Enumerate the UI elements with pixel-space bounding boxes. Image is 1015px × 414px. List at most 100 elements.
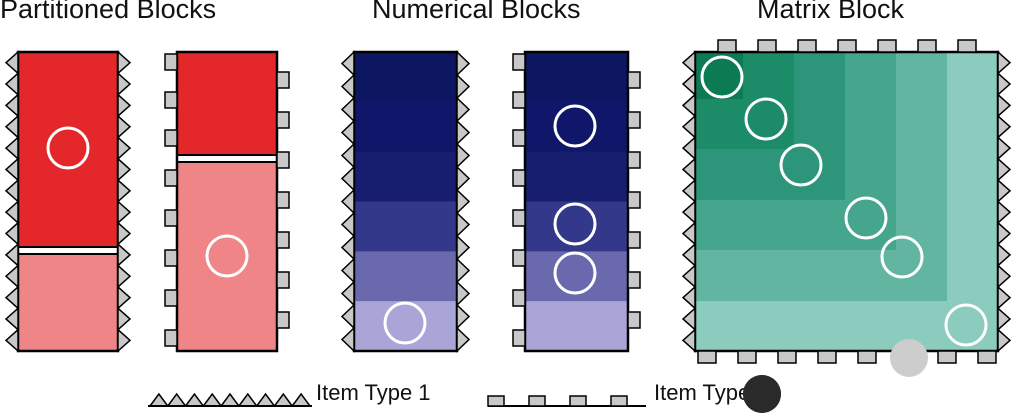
item-type-1-marker — [4, 157, 19, 182]
item-type-2-marker — [937, 350, 957, 364]
legend-item-type-1-symbol — [201, 392, 223, 407]
slot-ring — [553, 104, 597, 148]
item-type-2-marker — [757, 39, 777, 53]
item-type-1-marker — [117, 221, 132, 246]
item-type-1-marker — [681, 263, 696, 289]
numerical-level — [354, 101, 457, 153]
item-type-1-marker — [117, 50, 132, 76]
legend-item-type-2-symbol — [569, 395, 587, 407]
partition-upper — [18, 52, 118, 246]
item-type-2-marker — [957, 39, 977, 53]
item-type-1-marker — [340, 96, 355, 123]
legend-item-type-1-symbol — [290, 392, 312, 407]
item-type-1-marker — [456, 280, 471, 307]
item-type-1-marker — [997, 285, 1012, 310]
numerical-level — [354, 151, 457, 202]
item-type-2-marker — [717, 39, 737, 53]
item-type-2-marker — [164, 91, 178, 109]
item-type-1-marker — [4, 306, 19, 332]
item-type-2-marker — [977, 350, 997, 364]
item-type-1-marker — [681, 178, 696, 204]
item-type-1-marker — [117, 157, 132, 182]
item-type-1-marker — [456, 73, 471, 100]
slot-ring — [880, 235, 924, 279]
item-type-2-marker — [817, 350, 837, 364]
item-type-1-marker — [456, 257, 471, 284]
item-type-2-marker — [777, 350, 797, 364]
item-type-2-marker — [627, 111, 641, 129]
legend-item-type-1-symbol — [184, 392, 205, 407]
partition-lower — [18, 255, 118, 351]
title-numerical-blocks: Numerical Blocks — [372, 0, 581, 24]
item-type-1-marker — [117, 242, 132, 268]
item-type-1-marker — [117, 135, 132, 161]
item-type-2-marker — [857, 350, 877, 364]
slot-ring — [383, 301, 427, 345]
item-type-1-marker — [340, 165, 355, 192]
slot-ring — [779, 143, 823, 187]
item-type-1-marker — [997, 157, 1012, 182]
item-type-2-marker — [627, 271, 641, 289]
partition-divider — [177, 154, 277, 163]
numerical-level — [525, 151, 628, 202]
item-type-2-marker — [877, 39, 897, 53]
item-type-1-marker — [997, 306, 1012, 332]
item-type-2-marker — [512, 169, 526, 187]
item-type-2-marker — [276, 71, 290, 89]
slot-ring — [944, 303, 988, 347]
title-matrix-block: Matrix Block — [757, 0, 905, 24]
item-type-1-marker — [340, 257, 355, 284]
legend-item-type-1-symbol — [219, 392, 241, 407]
item-type-1-marker — [340, 188, 355, 215]
legend-item-type-2-symbol — [610, 395, 628, 407]
item-type-1-marker — [4, 71, 19, 97]
item-type-1-marker — [117, 263, 132, 289]
item-type-2-marker — [276, 111, 290, 129]
item-type-1-marker — [117, 327, 132, 353]
title-partitioned-blocks: Partitioned Blocks — [0, 0, 217, 24]
item-type-2-marker — [627, 311, 641, 329]
numerical-level — [525, 101, 628, 153]
item-type-1-marker — [117, 178, 132, 204]
item-type-1-marker — [117, 285, 132, 310]
item-type-2-marker — [512, 289, 526, 307]
item-type-1-marker — [340, 280, 355, 307]
item-type-1-marker — [997, 178, 1012, 204]
item-type-1-marker — [997, 242, 1012, 268]
numerical-level — [525, 301, 628, 352]
legend-item-type-2-symbol — [528, 395, 546, 407]
item-type-2-marker — [512, 329, 526, 347]
item-type-2-marker — [697, 350, 717, 364]
item-type-2-marker — [164, 129, 178, 147]
item-type-1-marker — [681, 285, 696, 310]
item-type-1-marker — [997, 221, 1012, 246]
item-type-2-marker — [164, 249, 178, 267]
slot-ring — [205, 234, 249, 278]
item-type-2-marker — [837, 39, 857, 53]
item-type-2-marker — [917, 39, 937, 53]
item-type-2-marker — [512, 129, 526, 147]
item-type-2-marker — [164, 329, 178, 347]
item-type-1-marker — [117, 93, 132, 118]
item-type-1-marker — [456, 234, 471, 261]
item-type-1-marker — [681, 242, 696, 268]
slot-ring — [553, 202, 597, 246]
item-type-1-marker — [340, 234, 355, 261]
item-type-2-marker — [627, 151, 641, 169]
numerical-level — [354, 251, 457, 302]
item-type-2-marker — [164, 209, 178, 227]
numerical-level — [354, 201, 457, 252]
partition-lower — [177, 163, 277, 351]
light-gray-dot — [890, 339, 928, 377]
item-type-2-marker — [797, 39, 817, 53]
item-type-1-marker — [4, 221, 19, 246]
item-type-1-marker — [4, 242, 19, 268]
legend-item-type-1-symbol — [148, 392, 170, 407]
item-type-1-marker — [4, 114, 19, 140]
item-type-2-marker — [627, 191, 641, 209]
item-type-1-marker — [456, 211, 471, 238]
item-type-1-marker — [681, 93, 696, 118]
item-type-1-marker — [340, 142, 355, 169]
item-type-1-marker — [681, 71, 696, 97]
legend-item-type-1-symbol — [272, 392, 294, 407]
